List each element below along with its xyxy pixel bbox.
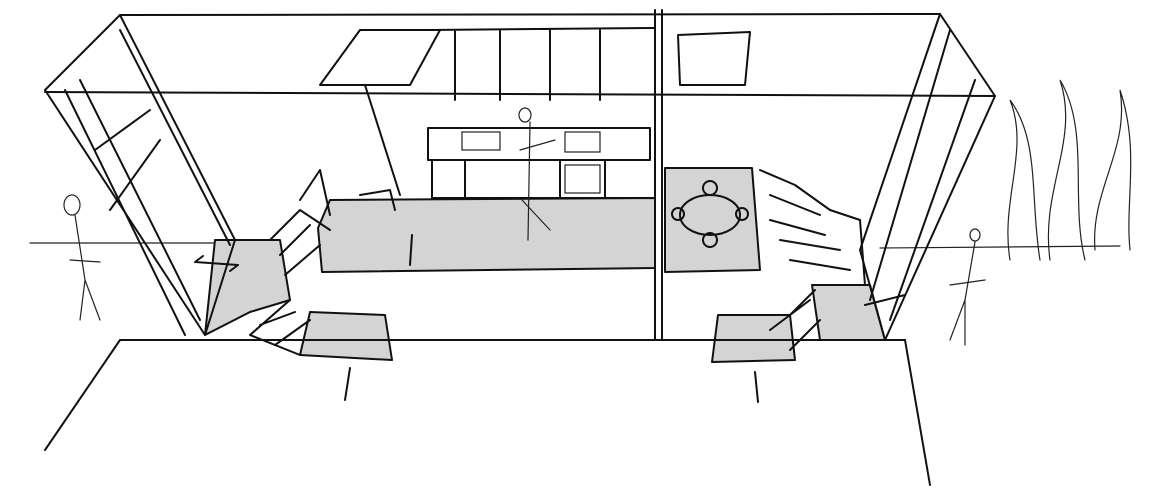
- arrow-left-horizontal: [194, 255, 239, 272]
- person-right: [949, 228, 986, 346]
- arrow-right-vertical: [754, 371, 759, 403]
- arrow-left-vertical: [344, 367, 351, 401]
- room-box: [29, 9, 1121, 486]
- hob: [564, 131, 601, 153]
- sink: [461, 131, 501, 151]
- skylight: [677, 31, 751, 86]
- left-stair: [249, 169, 396, 356]
- ground-right: [904, 339, 931, 486]
- ground-left: [44, 339, 121, 451]
- horizon-right: [879, 245, 1121, 249]
- center-column: [654, 9, 663, 341]
- right-lower-landing: [711, 314, 796, 363]
- upper-left-floor: [317, 197, 656, 273]
- arrow-upper-vertical: [409, 234, 413, 266]
- kitchen: [319, 27, 656, 199]
- left-glazed-wall: [44, 14, 236, 336]
- trees: [1007, 79, 1132, 261]
- circulation-arrows: [194, 234, 906, 403]
- left-lower-landing: [299, 311, 393, 361]
- right-glazed-wall: [859, 13, 996, 341]
- upper-right-floor: [664, 167, 761, 273]
- back-wall-top: [44, 91, 996, 97]
- person-kitchen: [518, 107, 556, 241]
- dining-table: [671, 180, 749, 248]
- figures: [63, 107, 986, 346]
- right-landing: [811, 284, 886, 341]
- person-left: [63, 194, 101, 321]
- arrow-right-horizontal: [864, 294, 906, 306]
- oven: [564, 164, 601, 194]
- right-stair: [759, 169, 866, 351]
- ceiling-line: [119, 13, 941, 16]
- left-landing: [204, 239, 291, 336]
